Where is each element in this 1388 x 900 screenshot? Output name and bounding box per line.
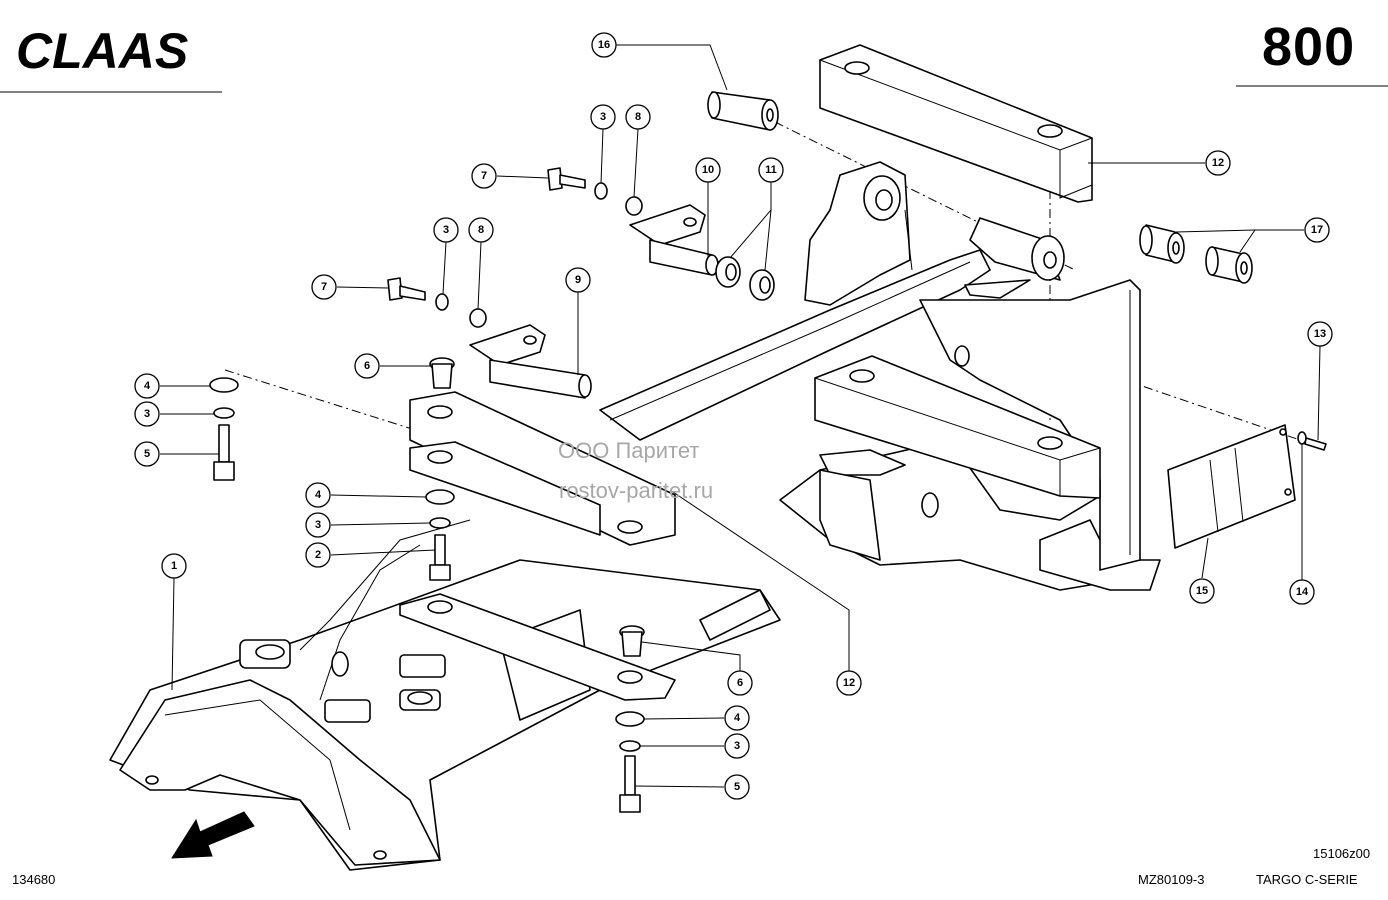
upright-plate-part: [919, 279, 1141, 571]
callout-3-lower: 3: [724, 733, 750, 759]
svg-text:1: 1: [171, 560, 177, 572]
svg-text:3: 3: [443, 224, 449, 236]
svg-text:3: 3: [144, 408, 150, 420]
svg-text:16: 16: [598, 39, 610, 51]
callout-4-center: 4: [305, 482, 331, 508]
leader-lines: [160, 44, 1321, 788]
callout-2: 2: [305, 542, 331, 568]
svg-text:7: 7: [481, 170, 487, 182]
svg-text:5: 5: [734, 781, 740, 793]
svg-text:4: 4: [734, 712, 741, 724]
cross-tube-part: [964, 217, 1065, 299]
callout-11: 11: [758, 157, 784, 183]
callout-17: 17: [1304, 217, 1330, 243]
document-number: 134680: [12, 872, 56, 887]
callout-6-lower: 6: [727, 670, 753, 696]
svg-text:6: 6: [364, 360, 370, 372]
svg-text:11: 11: [765, 164, 777, 176]
callout-15: 15: [1189, 578, 1215, 604]
bushing-16: [707, 91, 779, 131]
svg-text:15: 15: [1196, 585, 1208, 597]
svg-text:5: 5: [144, 448, 150, 460]
callout-7-upper: 7: [471, 163, 497, 189]
sleeve-6-upper: [429, 357, 455, 389]
callout-4-lower: 4: [724, 705, 750, 731]
svg-text:3: 3: [315, 519, 321, 531]
callout-14: 14: [1289, 579, 1315, 605]
callout-13: 13: [1307, 321, 1333, 347]
callout-12-upper: 12: [1205, 150, 1231, 176]
bolt-7-upper: [547, 167, 643, 216]
watermark-company: ООО Паритет: [558, 438, 700, 463]
callout-3-upper: 3: [590, 104, 616, 130]
callout-4-left: 4: [134, 373, 160, 399]
bushing-17a: [1139, 224, 1185, 264]
svg-text:10: 10: [702, 164, 714, 176]
lower-flat-bar-part: [399, 593, 676, 701]
cover-plate-15: [1167, 424, 1296, 549]
callout-3-left: 3: [134, 401, 160, 427]
fastener-stack-lower: [615, 711, 645, 813]
svg-text:2: 2: [315, 549, 321, 561]
fastener-stack-center: [425, 489, 455, 581]
callout-10: 10: [695, 157, 721, 183]
page-number: 800: [1262, 17, 1356, 77]
callout-5-left: 5: [134, 441, 160, 467]
direction-arrow: [171, 811, 255, 859]
svg-text:7: 7: [321, 281, 327, 293]
svg-text:3: 3: [600, 111, 606, 123]
ring-11a: [715, 256, 741, 288]
callout-7-mid: 7: [311, 274, 337, 300]
lower-channel-part: [814, 355, 1101, 561]
svg-text:4: 4: [315, 489, 322, 501]
callout-12-lower: 12: [836, 670, 862, 696]
pivot-bracket-part: [804, 161, 913, 306]
ring-11b: [749, 269, 775, 301]
fastener-stack-left: [209, 377, 239, 481]
callout-8-upper: 8: [625, 104, 651, 130]
svg-text:17: 17: [1311, 224, 1323, 236]
left-bearing-block-part: [409, 391, 676, 546]
callout-1: 1: [161, 553, 187, 579]
sleeve-6-lower: [619, 625, 645, 657]
screw-13: [1304, 437, 1327, 451]
svg-text:8: 8: [478, 224, 484, 236]
callout-9: 9: [565, 267, 591, 293]
brand-text: CLAAS: [16, 23, 188, 78]
washer-14: [1297, 431, 1307, 445]
callout-8-mid: 8: [468, 217, 494, 243]
bushing-17b: [1205, 246, 1253, 284]
callout-16: 16: [591, 32, 617, 58]
claas-logo: CLAAS: [16, 23, 188, 78]
callout-6-upper: 6: [354, 353, 380, 379]
series-name: TARGO C-SERIE: [1256, 872, 1358, 887]
pin-9: [469, 324, 592, 399]
svg-text:4: 4: [144, 380, 151, 392]
bolt-7-lower: [387, 277, 487, 328]
callout-3-mid: 3: [433, 217, 459, 243]
pin-10: [629, 204, 719, 276]
callout-3-center: 3: [305, 512, 331, 538]
svg-text:12: 12: [843, 677, 855, 689]
drawing-code: MZ80109-3: [1138, 872, 1205, 887]
svg-text:14: 14: [1296, 586, 1309, 598]
svg-text:12: 12: [1212, 157, 1224, 169]
callout-5-lower: 5: [724, 774, 750, 800]
svg-text:6: 6: [737, 677, 743, 689]
image-code: 15106z00: [1313, 846, 1371, 861]
svg-text:3: 3: [734, 740, 740, 752]
svg-text:13: 13: [1314, 328, 1326, 340]
watermark-url: rostov-paritet.ru: [559, 478, 714, 503]
svg-text:9: 9: [575, 274, 581, 286]
upper-channel-part: [819, 44, 1093, 203]
svg-text:8: 8: [635, 111, 641, 123]
